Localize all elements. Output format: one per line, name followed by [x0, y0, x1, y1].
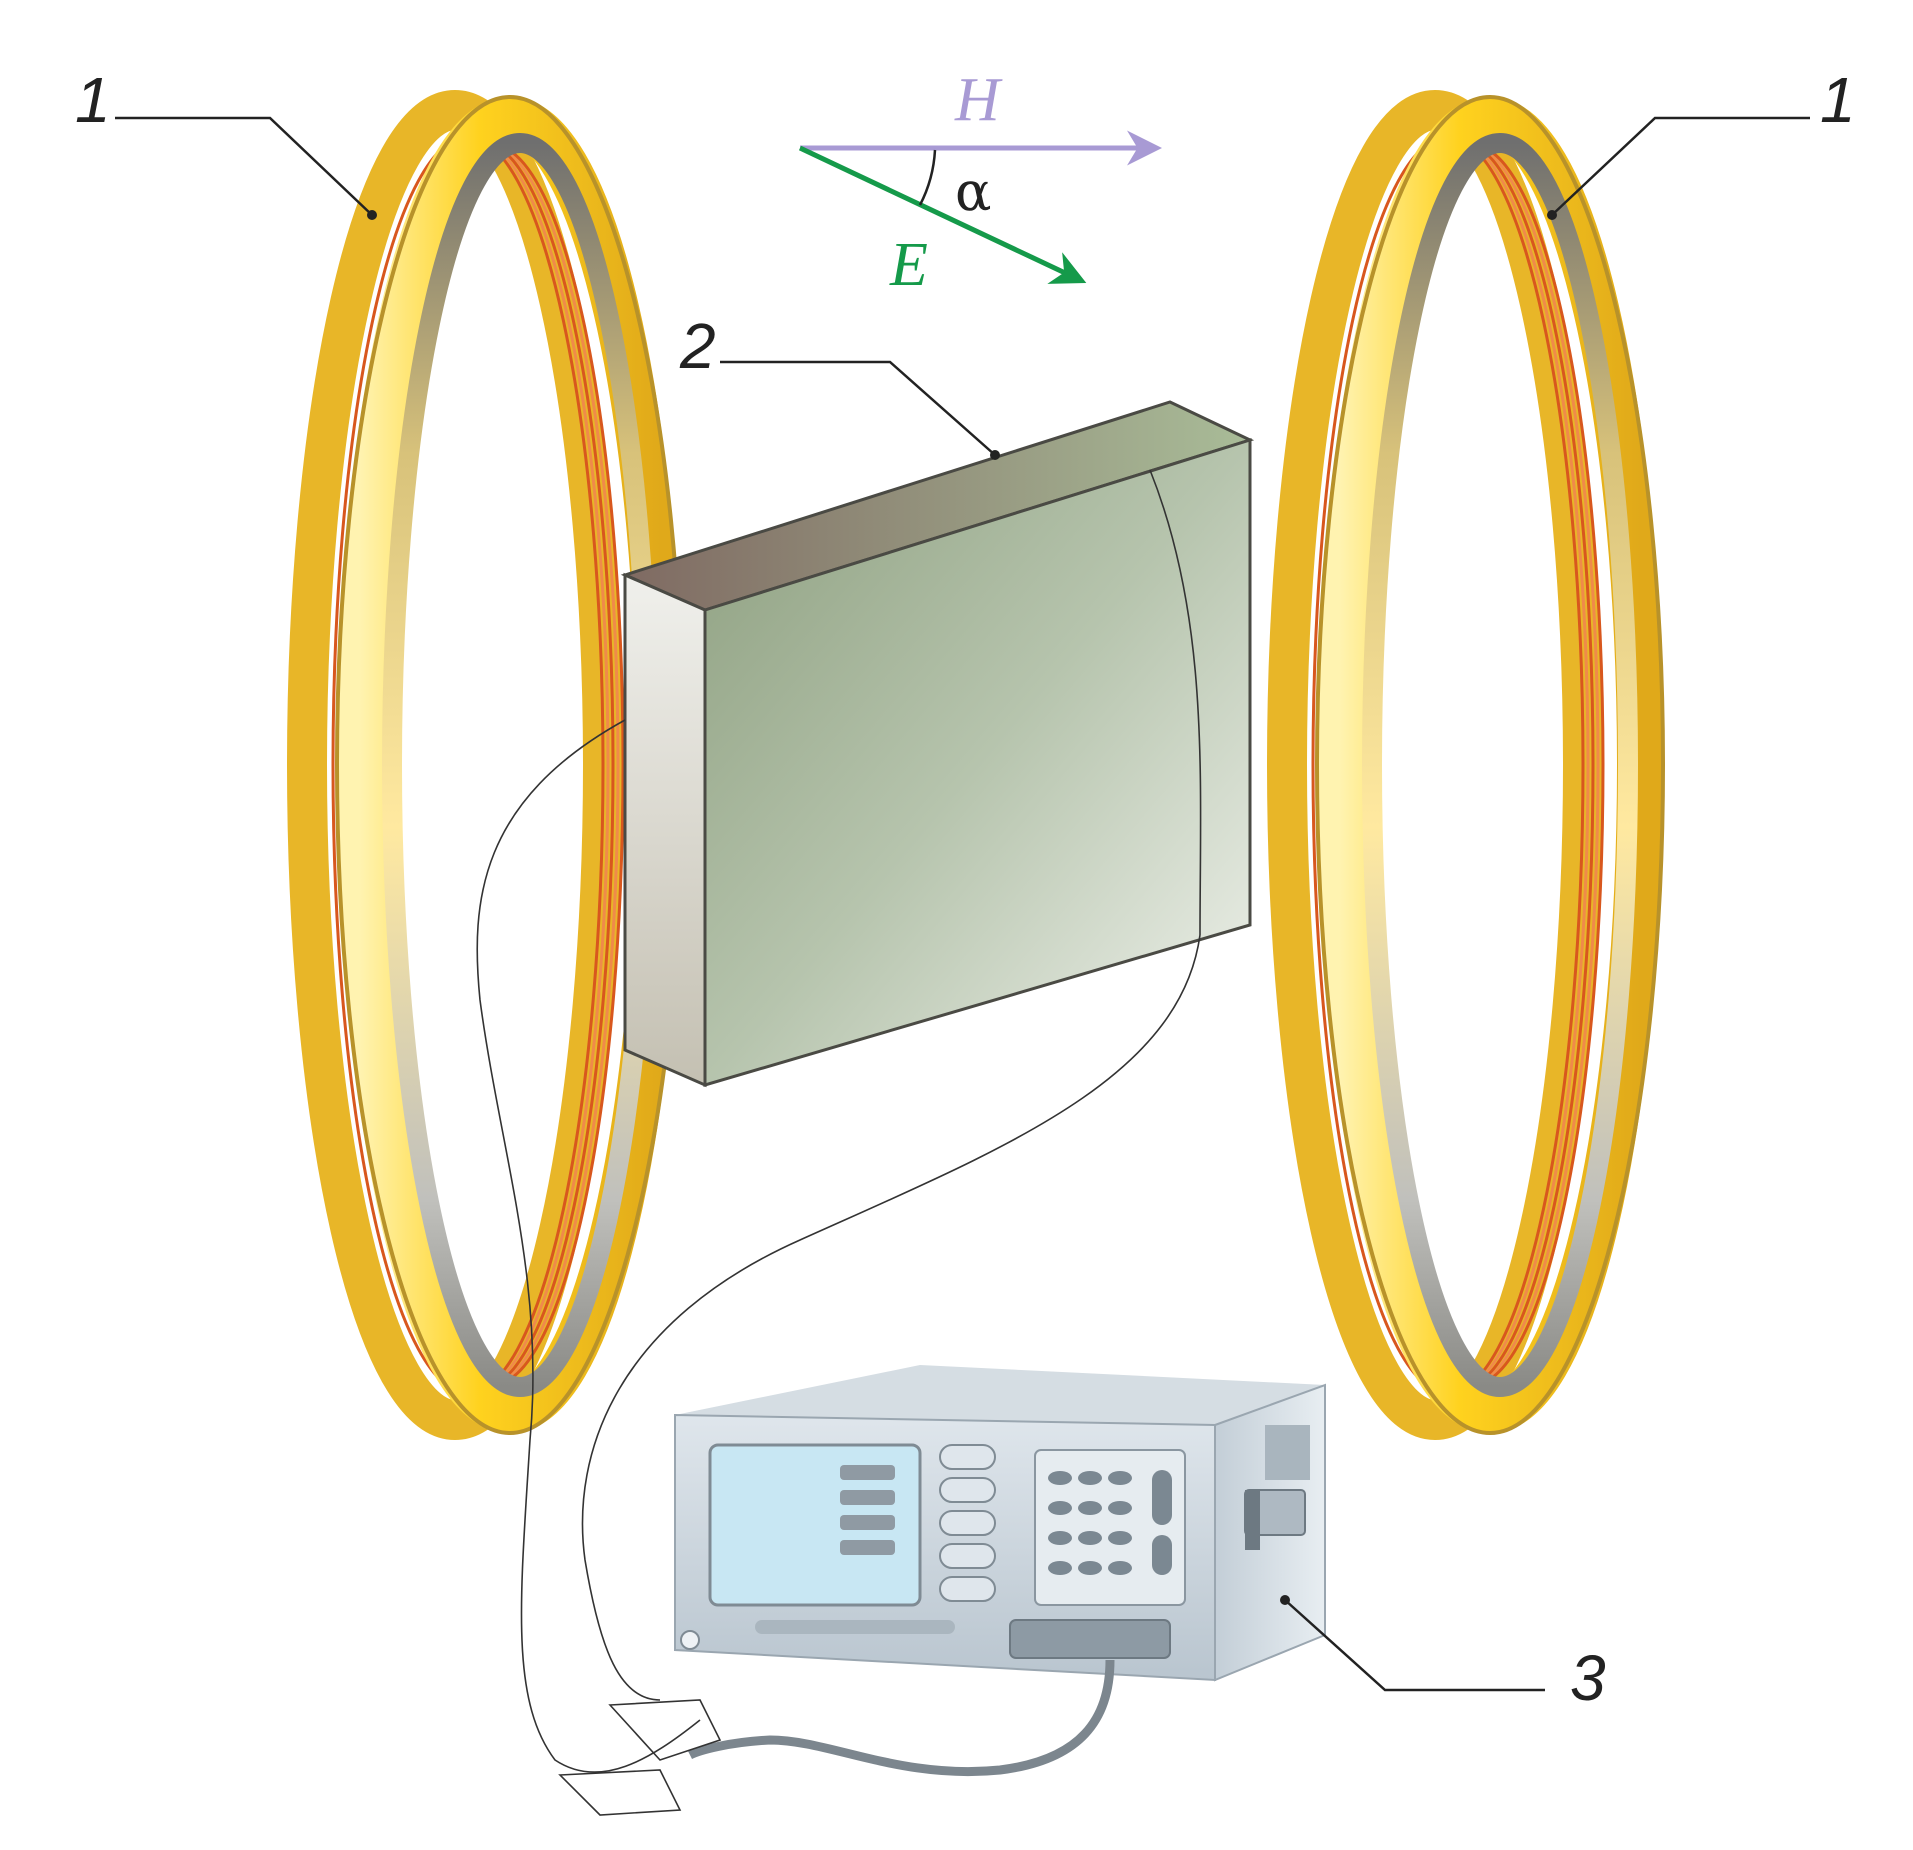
- instrument-keypad: [1034, 1449, 1186, 1606]
- callout-coil-left: 1: [75, 64, 377, 220]
- h-vector-label: H: [954, 66, 1003, 134]
- coil-right: [1267, 90, 1665, 1440]
- e-vector-arrow: [798, 145, 1087, 284]
- callout-instrument: 3: [1280, 1595, 1606, 1714]
- instrument-screen: [708, 1443, 922, 1607]
- instrument-soft-buttons: [939, 1444, 996, 1602]
- callout-sample: 2: [679, 310, 1000, 460]
- angle-label: α: [955, 160, 991, 223]
- wiring: [476, 719, 1201, 1816]
- e-vector-label: E: [889, 231, 928, 299]
- label-coil-left: 1: [75, 64, 111, 136]
- field-vectors: H E α: [798, 66, 1162, 299]
- sample-slab: [620, 400, 1255, 1088]
- label-sample: 2: [679, 310, 716, 382]
- angle-arc: [918, 149, 937, 206]
- callout-coil-right: 1: [1547, 64, 1856, 220]
- instrument-vents: [1265, 1425, 1310, 1480]
- label-instrument: 3: [1570, 1642, 1606, 1714]
- label-coil-right: 1: [1820, 64, 1856, 136]
- measurement-instrument: [674, 1365, 1326, 1682]
